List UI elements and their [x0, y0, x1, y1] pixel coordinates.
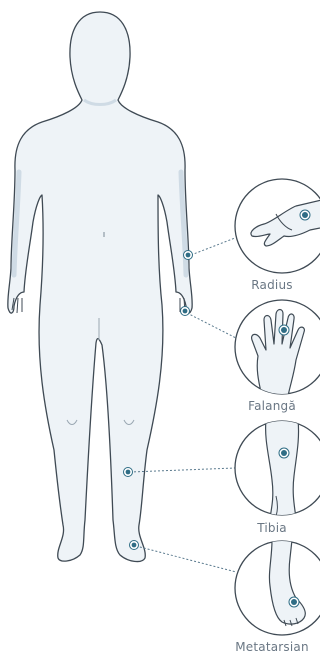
body-outline — [8, 12, 192, 562]
label-metatarsian: Metatarsian — [227, 640, 317, 654]
leader-tibia — [130, 468, 235, 472]
leader-radius — [191, 238, 235, 255]
foot-icon — [235, 540, 320, 635]
leader-falanga — [187, 313, 236, 338]
forearm-wrist-icon — [235, 179, 320, 273]
human-silhouette — [8, 12, 192, 562]
label-falanga: Falangă — [227, 399, 317, 413]
leader-metatarsian — [136, 546, 236, 572]
lower-leg-icon — [235, 420, 320, 518]
marker-radius — [184, 251, 193, 260]
marker-metatarsian — [130, 541, 139, 550]
label-radius: Radius — [227, 278, 317, 292]
label-tibia: Tibia — [227, 521, 317, 535]
marker-tibia — [124, 468, 133, 477]
marker-falanga — [181, 307, 190, 316]
hand-fingers-icon — [235, 300, 320, 396]
